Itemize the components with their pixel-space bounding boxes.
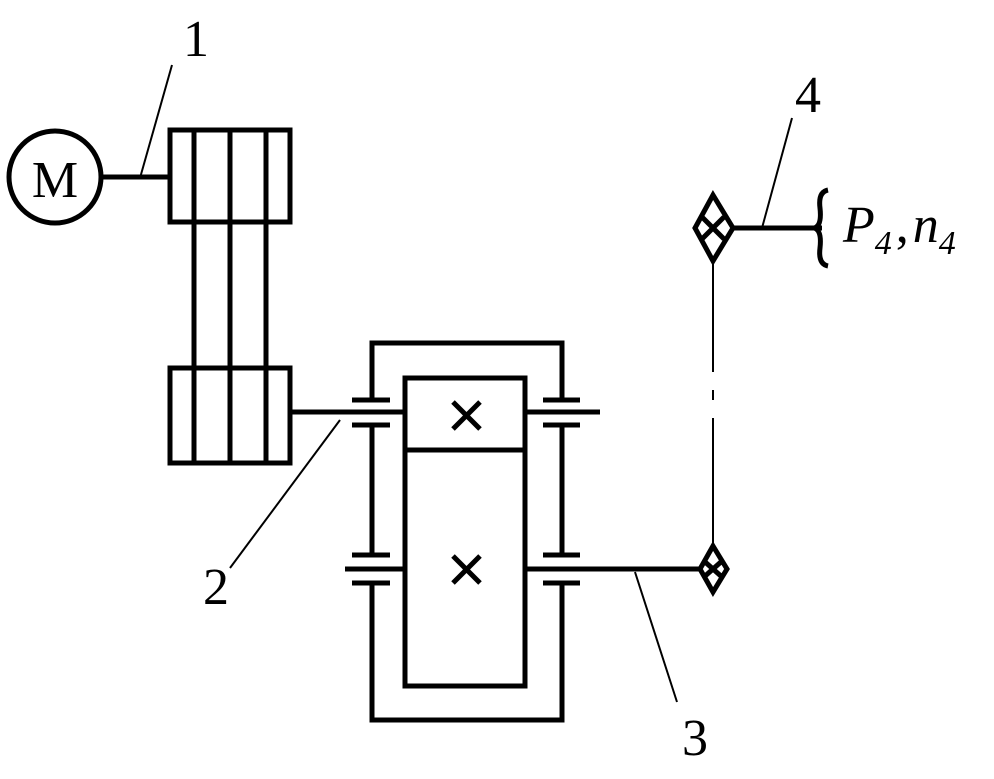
output-parameters: P4,n4 [842,197,956,262]
power-symbol: P [842,197,875,254]
callout-2: 2 [203,559,229,616]
chain-drive [692,189,736,597]
motor-symbol: M [32,152,78,209]
power-subscript: 4 [875,225,892,262]
callout-1: 1 [183,11,209,68]
gearbox [345,340,600,723]
coupling-brace-icon [813,187,829,269]
output-separator: , [896,197,909,254]
motor: M [6,128,104,226]
speed-subscript: 4 [939,225,956,262]
pinion-cross-icon [451,400,482,431]
driving-sprocket-icon [697,541,730,597]
callout-4: 4 [795,67,821,124]
speed-symbol: n [913,197,939,254]
leader-line-1 [139,64,173,179]
callout-3: 3 [682,710,708,767]
belt-drive [167,127,293,466]
leader-line-2 [229,419,341,569]
leader-line-3 [634,571,678,703]
gear-cross-icon [451,554,482,585]
gear-pair-block [402,375,528,689]
housing-bottom [369,583,565,723]
leader-line-4 [761,117,793,229]
driven-sprocket-icon [692,189,736,267]
housing-top [369,340,565,400]
